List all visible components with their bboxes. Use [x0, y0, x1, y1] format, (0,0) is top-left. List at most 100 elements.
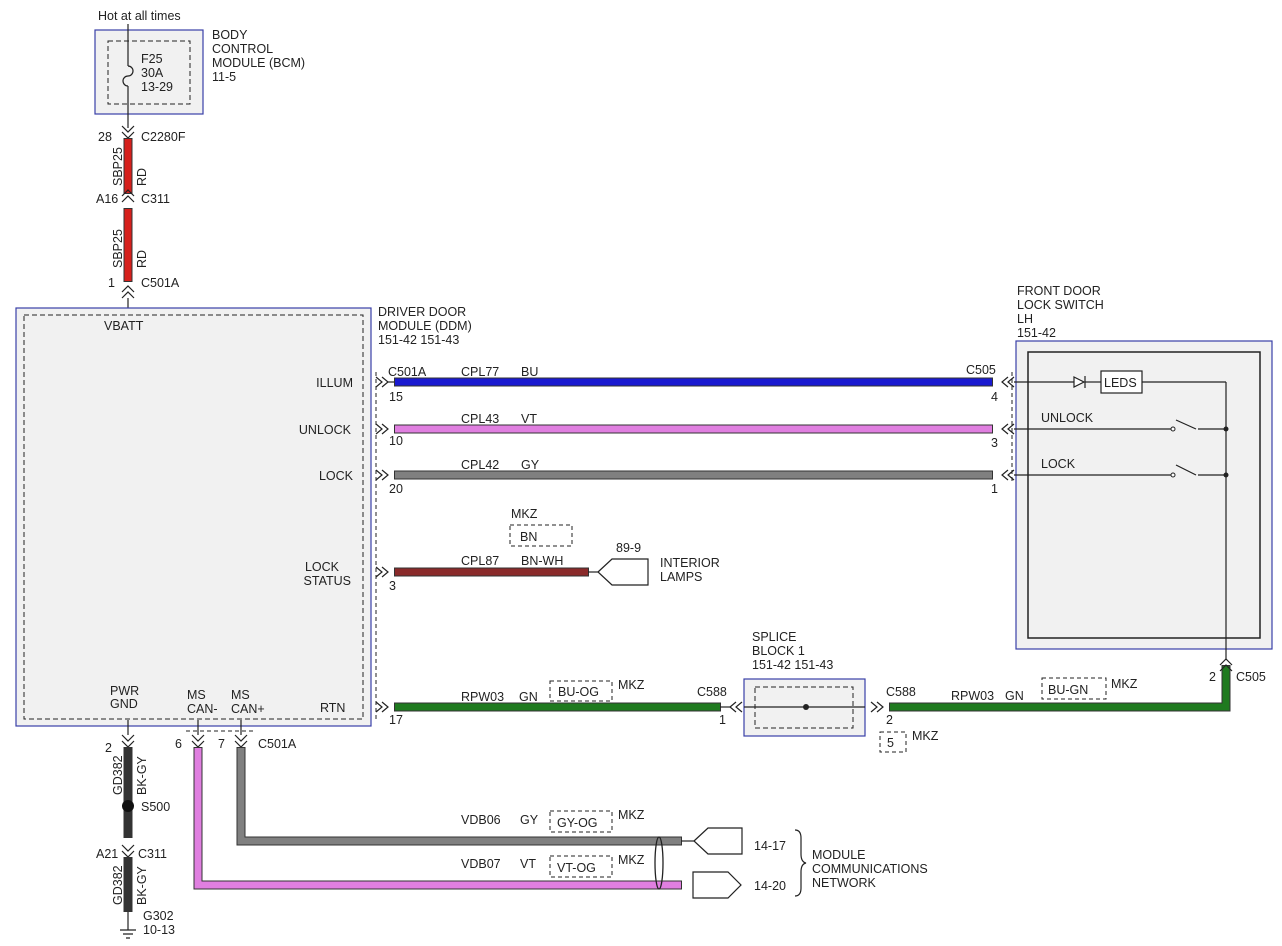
- can-network-3: NETWORK: [812, 876, 877, 890]
- rtn-pin-left: 17: [389, 713, 403, 727]
- ddm-pwr-label-2: GND: [110, 697, 138, 711]
- rtn2-pin-right: 2: [1209, 670, 1216, 684]
- ddm-box: [15, 307, 372, 727]
- can-pos-connector-icon: [234, 734, 248, 748]
- can-gy-destination-icon: [693, 827, 743, 855]
- can-vt-alt-box: [549, 855, 613, 878]
- can-network-2: COMMUNICATIONS: [812, 862, 928, 876]
- lock-status-alt-box: [509, 524, 573, 547]
- lock-switch-icon: [1175, 464, 1197, 476]
- lock-status-color-label: BN-WH: [521, 554, 563, 568]
- hot-at-all-times-label: Hot at all times: [98, 9, 181, 23]
- can-vt-color: VT: [520, 857, 536, 871]
- unlock-switch-contact-icon: [1170, 426, 1176, 432]
- switch-lock-label: LOCK: [1041, 457, 1076, 471]
- connector-c501a-icon: [121, 285, 135, 299]
- illum-conn-left: C501A: [388, 365, 427, 379]
- switch-title-3: LH: [1017, 312, 1033, 326]
- ground-pin: 2: [105, 741, 112, 755]
- feed-circuit: 28 C2280F SBP25 RD A16 C311 SBP25 RD 1 C…: [96, 125, 186, 310]
- twisted-pair-icon: [654, 836, 664, 890]
- rtn2-alt-color: BU-GN: [1048, 683, 1088, 697]
- lock-status-alt-color: BN: [520, 530, 537, 544]
- ddm-ms-neg-label-1: MS: [187, 688, 206, 702]
- ddm-illum-label: ILLUM: [316, 376, 353, 390]
- ddm-lock-status-label-1: LOCK: [305, 560, 340, 574]
- feed-color-1: RD: [135, 168, 149, 186]
- can-circuits: 6 7 C501A VDB06 GY GY-OG MKZ 14-17 VDB07…: [175, 720, 928, 899]
- unlock-pin-left: 10: [389, 434, 403, 448]
- lock-status-dest-1: INTERIOR: [660, 556, 720, 570]
- splice-node-icon: [803, 704, 809, 710]
- interior-lamps-destination-icon: [597, 558, 649, 586]
- rtn-pin-splice-in: 1: [719, 713, 726, 727]
- bcm-title-3: MODULE (BCM): [212, 56, 305, 70]
- feed-color-2: RD: [135, 250, 149, 268]
- lock-circuit-label: CPL42: [461, 458, 499, 472]
- can-vt-circuit: VDB07: [461, 857, 501, 871]
- can-gy-alt-option: MKZ: [618, 808, 645, 822]
- unlock-circuit-label: CPL43: [461, 412, 499, 426]
- ground-splice: S500: [141, 800, 170, 814]
- rtn2-circuit-label: RPW03: [951, 689, 994, 703]
- brace-icon: [794, 829, 807, 897]
- ddm-title-1: DRIVER DOOR: [378, 305, 466, 319]
- illum-pin-right: 4: [991, 390, 998, 404]
- fuse-icon: [122, 65, 134, 87]
- feed-pin-mid: A16: [96, 192, 118, 206]
- can-gy-alt-color: GY-OG: [557, 816, 598, 830]
- ddm-lock-label: LOCK: [319, 469, 354, 483]
- feed-pin-top: 28: [98, 130, 112, 144]
- wire-rpw03-right: [890, 666, 1230, 711]
- feed-conn-mid: C311: [141, 192, 170, 206]
- unlock-pin-right: 3: [991, 436, 998, 450]
- splice-title-2: BLOCK 1: [752, 644, 805, 658]
- unlock-switch-icon: [1175, 419, 1197, 430]
- lock-status-circuit-label: CPL87: [461, 554, 499, 568]
- splice-title-1: SPLICE: [752, 630, 796, 644]
- bcm-title-1: BODY: [212, 28, 248, 42]
- ground-pin-mid: A21: [96, 847, 118, 861]
- lock-status-connector-icon: [375, 566, 389, 578]
- lock-switch-block: FRONT DOOR LOCK SWITCH LH 151-42 LEDS UN…: [1014, 284, 1273, 650]
- feed-conn-top: C2280F: [141, 130, 186, 144]
- rtn-circuit: 17 RPW03 GN BU-OG MKZ C588 1: [375, 678, 743, 727]
- unlock-circuit: 10 CPL43 VT 3: [375, 412, 1015, 450]
- bcm-block: Hot at all times F25 30A 13-29 BODY CONT…: [94, 9, 305, 128]
- illum-circuit: C501A 15 CPL77 BU C505 4: [375, 363, 1015, 404]
- ddm-rtn-label: RTN: [320, 701, 345, 715]
- rtn-color-label: GN: [519, 690, 538, 704]
- ground-id: G302: [143, 909, 174, 923]
- rtn2-pin: 2: [886, 713, 893, 727]
- lock-status-dest-page: 89-9: [616, 541, 641, 555]
- lock-pin-left: 20: [389, 482, 403, 496]
- can-neg-connector-icon: [191, 734, 205, 748]
- lock-status-alt-option: MKZ: [511, 507, 538, 521]
- feed-conn-bot: C501A: [141, 276, 180, 290]
- can-gy-alt-box: [549, 810, 613, 833]
- switch-leds-label: LEDS: [1104, 376, 1137, 390]
- fuse-rating: 30A: [141, 66, 164, 80]
- c505-unlock-connector-icon: [1001, 423, 1015, 435]
- ground-conn-mid: C311: [138, 847, 167, 861]
- lock-connector-icon: [375, 469, 389, 481]
- ddm-ms-pos-label-1: MS: [231, 688, 250, 702]
- lock-switch-contact-icon: [1170, 472, 1176, 478]
- ddm-unlock-label: UNLOCK: [299, 423, 352, 437]
- ground-color-1: BK-GY: [135, 755, 149, 795]
- ground-circuit-2: GD382: [111, 865, 125, 905]
- rtn2-alt-pin-option: MKZ: [912, 729, 939, 743]
- rtn2-color-label: GN: [1005, 689, 1024, 703]
- ddm-inner-box: [23, 314, 364, 720]
- ground-page: 10-13: [143, 923, 175, 937]
- feed-pin-bot: 1: [108, 276, 115, 290]
- ddm-ms-pos-label-2: CAN+: [231, 702, 265, 716]
- switch-title-2: LOCK SWITCH: [1017, 298, 1104, 312]
- lock-status-pin-left: 3: [389, 579, 396, 593]
- ddm-title-3: 151-42 151-43: [378, 333, 459, 347]
- ground-circuit: 2 GD382 BK-GY S500 A21 C311 GD382 BK-GY …: [96, 720, 175, 939]
- rtn-alt-option: MKZ: [618, 678, 645, 692]
- ddm-block: DRIVER DOOR MODULE (DDM) 151-42 151-43 V…: [15, 305, 472, 727]
- connector-c311-icon: [121, 189, 135, 203]
